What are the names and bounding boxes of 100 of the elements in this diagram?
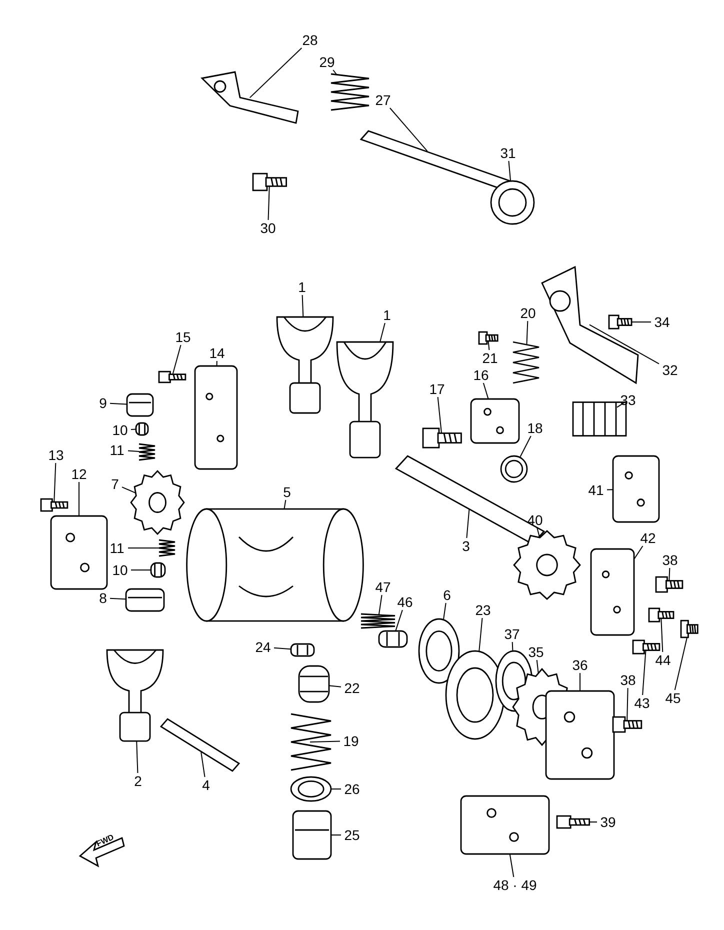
leader-line [330, 834, 342, 836]
callout-number: 11 [106, 540, 128, 556]
callout-number: 8 [96, 590, 110, 606]
callout-number: 2 [131, 773, 145, 789]
pin-drawing [150, 562, 166, 578]
leader-line [509, 854, 514, 878]
callout-number: 20 [517, 305, 539, 321]
leader-line [508, 160, 512, 182]
leader-line [172, 344, 182, 374]
pin-drawing [290, 643, 315, 657]
callout-number: 19 [340, 733, 362, 749]
plug-drawing [292, 810, 332, 860]
callout-number: 30 [257, 220, 279, 236]
callout-number: 25 [341, 827, 363, 843]
leader-line [274, 647, 292, 650]
callout-number: 13 [45, 447, 67, 463]
leader-line [512, 642, 514, 652]
ring-drawing [445, 650, 505, 740]
leader-line [110, 598, 126, 600]
spring-drawing [360, 612, 396, 630]
callout-number: 38 [617, 672, 639, 688]
callout-number: 46 [394, 594, 416, 610]
leader-line [249, 48, 302, 98]
leader-line [536, 660, 539, 674]
stopper-drawing [470, 398, 520, 444]
leader-line [634, 546, 644, 560]
cushion-drawing [126, 393, 154, 417]
callout-number: 4 [199, 777, 213, 793]
callout-number: 26 [341, 781, 363, 797]
callout-number: 36 [569, 657, 591, 673]
clip-drawing [125, 588, 165, 612]
pin-drawing [298, 665, 330, 703]
cam-drawing [130, 470, 185, 535]
leader-line [330, 788, 342, 790]
callout-number: 31 [497, 145, 519, 161]
callout-number: 38 [659, 552, 681, 568]
callout-number: 29 [316, 54, 338, 70]
direction-label: FWD [94, 832, 116, 848]
shift-fork-drawing [105, 648, 165, 743]
callout-number: 24 [252, 639, 274, 655]
callout-number: 32 [659, 362, 681, 378]
callout-number: 42 [637, 530, 659, 546]
callout-number: 1 [295, 279, 309, 295]
leader-line [668, 568, 670, 582]
leader-line [442, 602, 446, 620]
plate-drawing [460, 795, 550, 855]
leader-line [302, 294, 304, 318]
shift-fork-drawing [335, 340, 395, 460]
callout-number: 5 [280, 484, 294, 500]
leader-line [328, 685, 342, 688]
plate-drawing [545, 690, 615, 780]
leader-line [606, 489, 614, 490]
spring-drawing [330, 72, 370, 112]
leader-line [466, 508, 470, 538]
callout-number: 28 [299, 32, 321, 48]
callout-number: 1 [380, 307, 394, 323]
leader-line [642, 650, 646, 696]
leader-line [536, 528, 540, 538]
leader-line [526, 320, 528, 344]
callout-number: 37 [501, 626, 523, 642]
callout-number: 17 [426, 381, 448, 397]
plate-drawing [590, 548, 635, 636]
callout-number: 15 [172, 329, 194, 345]
callout-number: 22 [341, 680, 363, 696]
callout-number: 10 [109, 422, 131, 438]
callout-number: 14 [206, 345, 228, 361]
callout-number: 21 [479, 350, 501, 366]
leader-line [136, 740, 138, 774]
leader-line [478, 618, 483, 652]
plate-drawing [50, 515, 108, 590]
leader-line [674, 636, 688, 690]
callout-number: 43 [631, 695, 653, 711]
callout-number: 44 [652, 652, 674, 668]
screw-drawing [158, 368, 186, 386]
callout-number: 45 [662, 690, 684, 706]
leader-line [437, 396, 442, 434]
callout-number: 16 [470, 367, 492, 383]
leader-line [78, 482, 80, 516]
shift-fork-drawing [275, 315, 335, 415]
spring-drawing [138, 442, 156, 462]
leader-line [616, 401, 626, 408]
leader-line [54, 462, 56, 502]
oil-seal-drawing [490, 180, 535, 225]
callout-number: 11 [106, 442, 128, 458]
shaft-drawing [160, 718, 240, 772]
pin-drawing [135, 422, 149, 436]
callout-number: 39 [597, 814, 619, 830]
leader-line [482, 382, 489, 400]
leader-line [130, 428, 136, 430]
callout-number: 48 · 49 [484, 877, 546, 893]
leader-line [488, 340, 490, 350]
callout-number: 47 [372, 579, 394, 595]
callout-number: 41 [585, 482, 607, 498]
callout-number: 35 [525, 644, 547, 660]
leader-line [122, 486, 136, 494]
leader-line [332, 70, 337, 75]
washer-drawing [290, 776, 332, 802]
leader-line [660, 618, 664, 652]
leader-line [389, 108, 428, 152]
callout-number: 40 [524, 512, 546, 528]
